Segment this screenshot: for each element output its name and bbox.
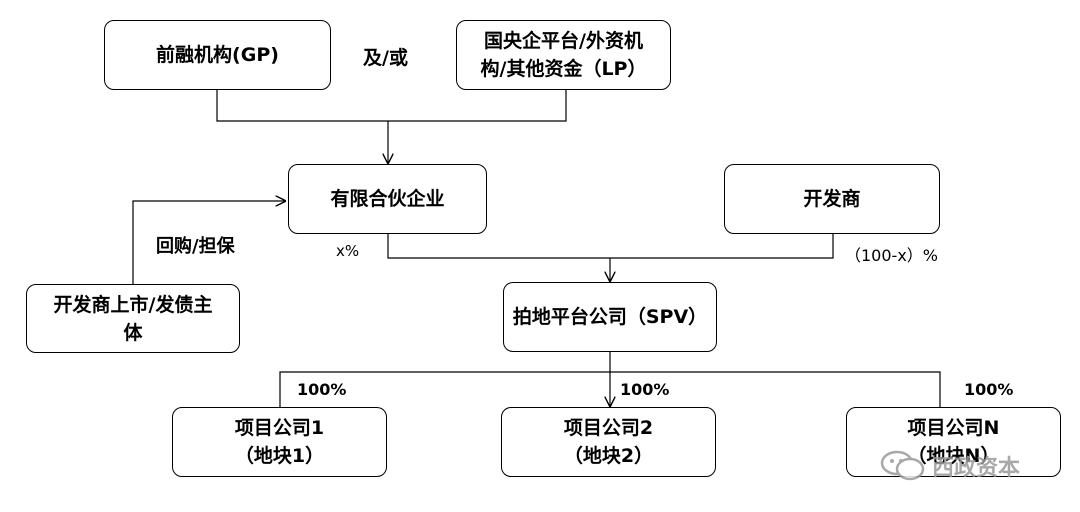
developer-box: 开发商	[724, 164, 940, 234]
repurchase-guarantee-label: 回购/担保	[156, 236, 235, 257]
spv-label: 拍地平台公司（SPV）	[512, 306, 708, 328]
partnership-label: 有限合伙企业	[330, 188, 445, 210]
projectN-line2: （地块N）	[907, 445, 1000, 467]
and-or-label: 及/或	[363, 47, 408, 69]
wechat-bubble-icon	[880, 449, 926, 483]
lp-label-line1: 国央企平台/外资机	[484, 30, 643, 52]
project1-line2: （地块1）	[234, 445, 325, 467]
projectN-box: 项目公司N （地块N）	[846, 407, 1061, 477]
project2-box: 项目公司2 （地块2）	[501, 407, 716, 477]
developer-label: 开发商	[803, 188, 861, 210]
developer-listed-box: 开发商上市/发债主 体	[26, 284, 240, 353]
developer-listed-line1: 开发商上市/发债主	[53, 293, 213, 316]
partnership-box: 有限合伙企业	[288, 164, 487, 234]
gp-label: 前融机构(GP)	[156, 44, 279, 66]
x-share-label: x%	[336, 242, 360, 260]
project1-pct-label: 100%	[297, 380, 347, 399]
lp-box: 国央企平台/外资机 构/其他资金（LP）	[456, 20, 671, 90]
project2-pct-label: 100%	[620, 380, 670, 399]
developer-share-label: （100-x）%	[845, 246, 938, 265]
projectN-pct-label: 100%	[964, 380, 1014, 399]
project2-line2: （地块2）	[563, 445, 654, 467]
project1-box: 项目公司1 （地块1）	[172, 407, 387, 477]
spv-box: 拍地平台公司（SPV）	[503, 282, 717, 352]
watermark-text: 西政资本	[932, 456, 1021, 481]
gp-box: 前融机构(GP)	[104, 20, 331, 90]
project1-line1: 项目公司1	[234, 417, 325, 439]
projectN-line1: 项目公司N	[907, 417, 1000, 439]
developer-listed-line2: 体	[123, 321, 143, 344]
watermark: 西政资本	[880, 449, 1020, 483]
project2-line1: 项目公司2	[563, 417, 654, 439]
lp-label-line2: 构/其他资金（LP）	[480, 58, 647, 80]
